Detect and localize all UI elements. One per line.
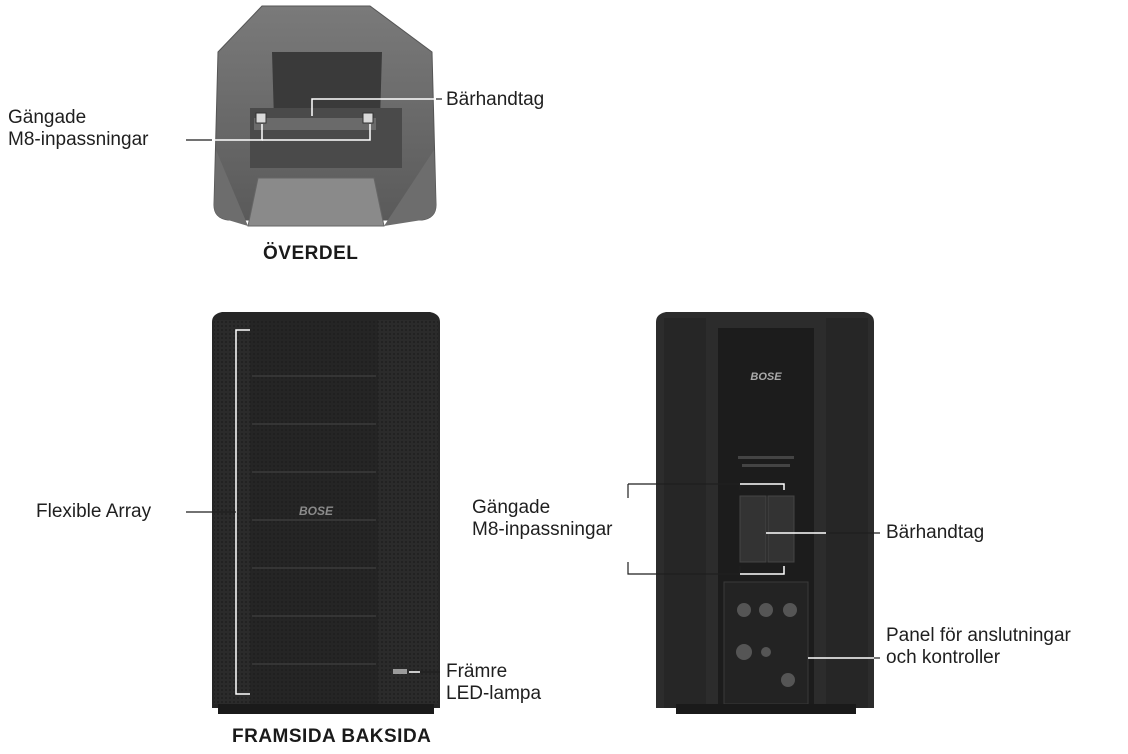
connection-panel-label-line1: Panel för anslutningar — [886, 625, 1071, 646]
flexible-array-label: Flexible Array — [36, 501, 152, 522]
back-handle-label: Bärhandtag — [886, 522, 985, 543]
connection-panel-label: Panel för anslutningar och kontroller — [886, 625, 1071, 669]
speaker-top-view — [186, 5, 442, 227]
top-fittings-label-line2: M8-inpassningar — [8, 129, 149, 150]
speaker-front-view: BOSE — [186, 312, 440, 714]
front-led-label-line2: LED-lampa — [446, 683, 542, 704]
front-led-label: Främre LED-lampa — [446, 661, 541, 705]
front-led-lamp — [393, 669, 407, 674]
top-fittings-label-line1: Gängade — [8, 107, 87, 128]
back-fittings-label-line2: M8-inpassningar — [472, 519, 613, 540]
top-view-caption: ÖVERDEL — [263, 243, 359, 264]
connection-panel-label-line2: och kontroller — [886, 647, 1001, 668]
back-fittings-label: Gängade M8-inpassningar — [472, 497, 612, 541]
front-bose-logo: BOSE — [299, 504, 334, 518]
front-led-label-line1: Främre — [446, 661, 508, 682]
front-back-caption: FRAMSIDA BAKSIDA — [232, 726, 432, 747]
top-fittings-label: Gängade M8-inpassningar — [8, 107, 148, 151]
back-bose-logo: BOSE — [750, 371, 782, 383]
back-fittings-label-line1: Gängade — [472, 497, 551, 518]
top-handle-label: Bärhandtag — [446, 89, 545, 110]
speaker-back-view: BOSE — [627, 312, 880, 714]
